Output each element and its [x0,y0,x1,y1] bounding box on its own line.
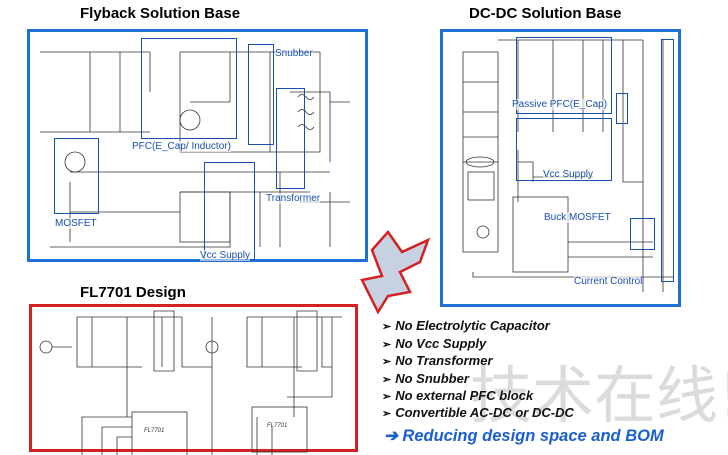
current-control-highlight [630,218,655,250]
fl7701-title: FL7701 Design [80,284,186,301]
led-string-highlight [661,39,674,282]
benefit-item: ➢Convertible AC-DC or DC-DC [382,405,574,420]
benefit-item: ➢No Transformer [382,353,493,368]
snubber-highlight [248,44,274,145]
buck-mosfet-label: Buck MOSFET [544,212,611,223]
vcc-supply-label: Vcc Supply [200,250,251,261]
vcc-supply-highlight [204,162,255,260]
watermark: 技术在线! [470,359,728,432]
snubber-label: Snubber [275,48,313,59]
transformer-label: Transformer [266,193,321,204]
flyback-schematic [40,51,350,248]
mosfet-label: MOSFET [55,218,97,229]
vcc-supply-highlight [516,118,612,181]
dcdc-schematic-panel: Passive PFC(E_Cap) Vcc Supply Buck MOSFE… [440,29,681,307]
pfc-highlight [141,38,237,139]
transformer-highlight [276,88,305,189]
pfc-label: PFC(E_Cap/ Inductor) [132,141,231,152]
small-highlight [616,93,628,124]
benefit-item: ➢No Snubber [382,371,469,386]
vcc-supply-label: Vcc Supply [543,169,594,180]
benefit-item: ➢No Vcc Supply [382,336,487,351]
dcdc-title: DC-DC Solution Base [469,5,622,22]
benefit-item: ➢No external PFC block [382,388,534,403]
fl7701-schematic [39,310,342,455]
flyback-title: Flyback Solution Base [80,5,241,22]
passive-pfc-highlight [516,37,612,114]
chip-label-1: FL7701 [144,428,165,434]
benefit-item: ➢No Electrolytic Capacitor [382,318,550,333]
fl7701-circuit-2 [205,310,342,455]
passive-pfc-label: Passive PFC(E_Cap) [512,99,608,110]
fl7701-circuit-1 [39,310,213,455]
mosfet-highlight [54,138,99,214]
flyback-schematic-panel: Snubber PFC(E_Cap/ Inductor) MOSFET Tran… [27,29,368,262]
fl7701-schematic-panel: FL7701 FL7701 [29,304,358,455]
conclusion-text: ➔ Reducing design space and BOM [384,427,664,445]
current-control-label: Current Control [574,276,643,287]
chip-label-2: FL7701 [267,423,288,429]
